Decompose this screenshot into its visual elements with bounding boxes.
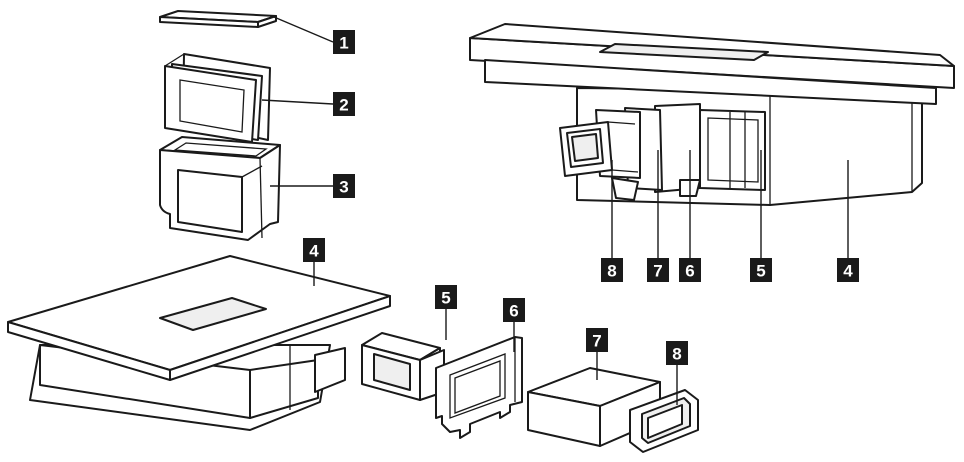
callout-5-left: 5 [435, 285, 457, 309]
hob-right-assembly [469, 23, 955, 206]
svg-text:7: 7 [592, 332, 601, 351]
callout-8-right: 8 [601, 258, 623, 282]
callout-2: 2 [333, 92, 355, 116]
hob-left-part [7, 255, 391, 431]
callout-7-left: 7 [586, 328, 608, 352]
svg-text:2: 2 [339, 96, 348, 115]
callout-4-right: 4 [837, 258, 859, 282]
svg-text:4: 4 [309, 242, 319, 261]
svg-text:7: 7 [653, 262, 662, 281]
svg-text:6: 6 [685, 262, 694, 281]
callout-7-right: 7 [647, 258, 669, 282]
callout-6-left: 6 [503, 298, 525, 322]
svg-text:1: 1 [339, 34, 348, 53]
svg-text:5: 5 [756, 262, 765, 281]
svg-text:6: 6 [509, 302, 518, 321]
grease-filter-part [164, 53, 271, 143]
callout-4-left: 4 [303, 238, 325, 262]
svg-text:3: 3 [339, 178, 348, 197]
callout-3: 3 [333, 174, 355, 198]
callout-6-right: 6 [679, 258, 701, 282]
svg-text:5: 5 [441, 289, 450, 308]
mounting-plate-left-part [435, 336, 523, 439]
duct-piece-left-part [361, 332, 445, 401]
callout-8-left: 8 [666, 341, 688, 365]
callout-5-right: 5 [750, 258, 772, 282]
leader-lines [261, 16, 849, 405]
svg-text:8: 8 [607, 262, 616, 281]
frame-left-part [629, 389, 699, 453]
filter-housing-part [159, 136, 281, 241]
svg-text:8: 8 [672, 345, 681, 364]
filter-cover-part [159, 10, 277, 28]
callout-1: 1 [333, 30, 355, 54]
svg-text:4: 4 [843, 262, 853, 281]
